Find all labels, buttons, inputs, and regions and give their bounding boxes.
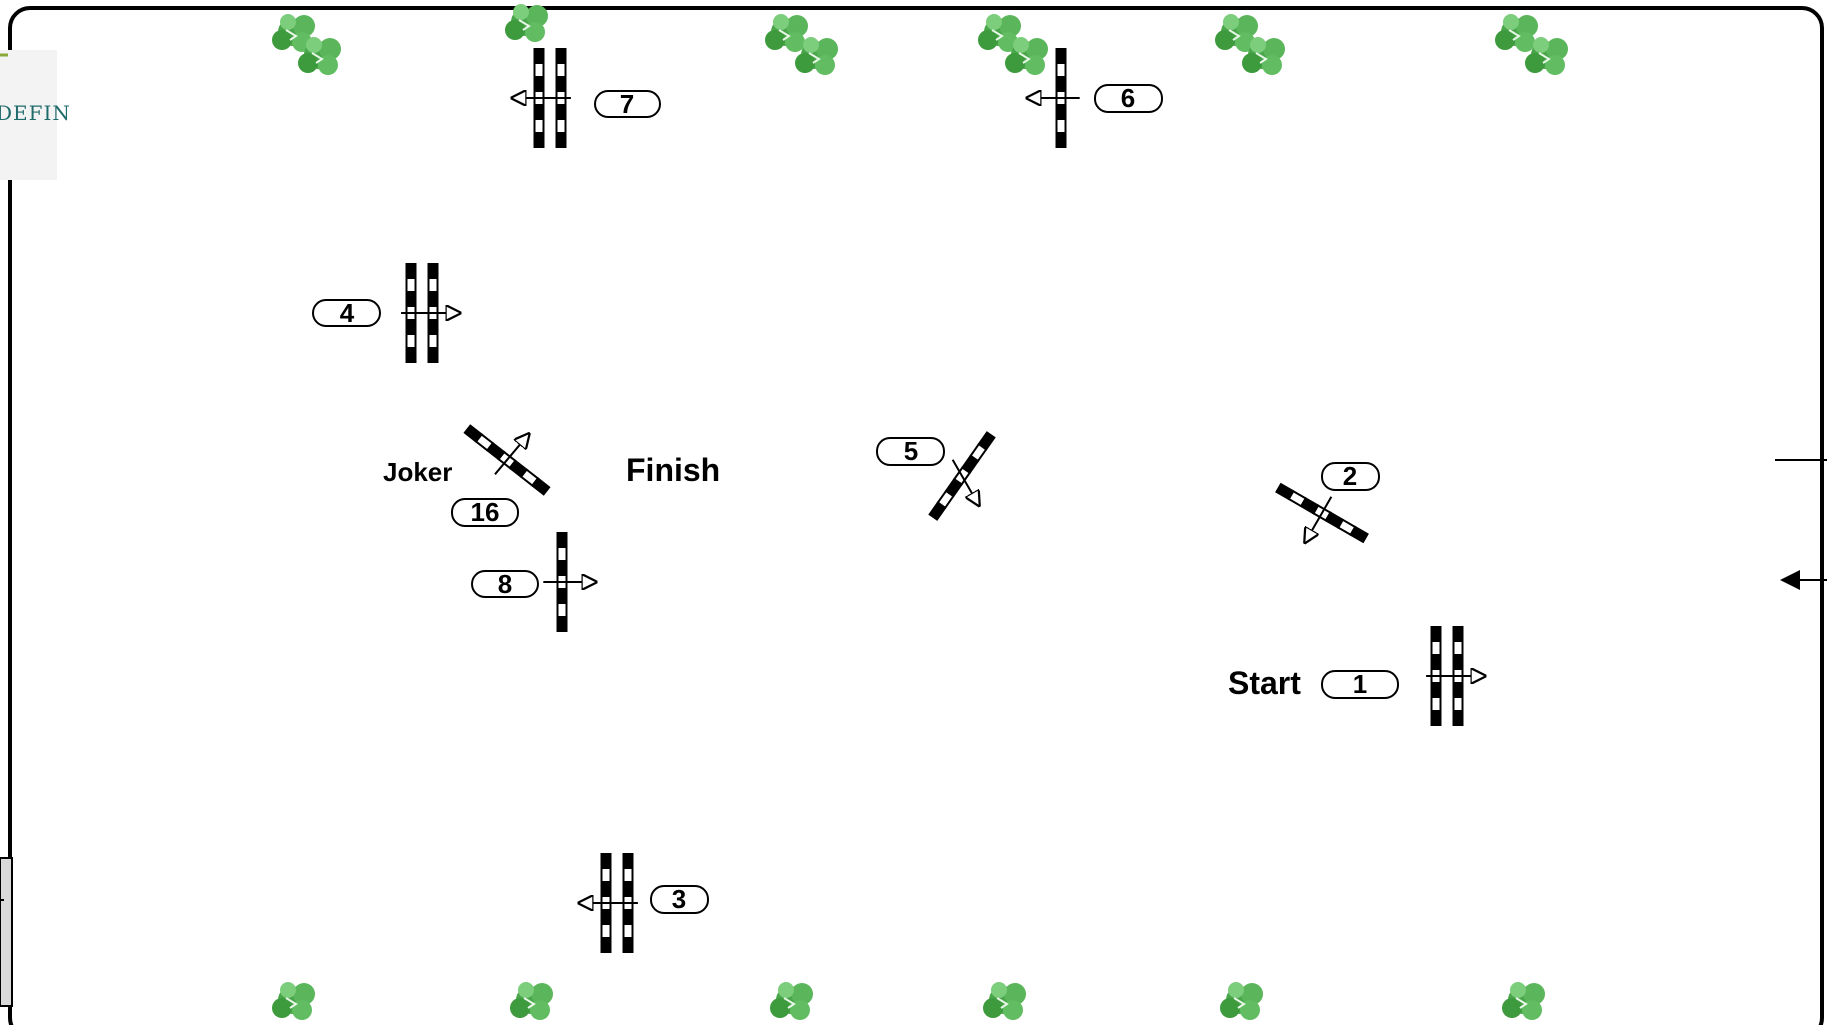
- trees-bottom: [271, 981, 1546, 1021]
- bush-icon: [764, 13, 839, 76]
- badge-2: 2: [1321, 461, 1380, 491]
- fence-2: [1275, 482, 1369, 544]
- fence-5-direction-arrow: [951, 459, 979, 506]
- badge-1: 1: [1321, 669, 1399, 699]
- finish-label: Finish: [626, 452, 720, 488]
- logo: DEFIN: [0, 50, 71, 180]
- bush-icon: [1214, 13, 1286, 76]
- start-label: Start: [1228, 665, 1301, 701]
- bush-icon: [1494, 13, 1569, 76]
- joker-label: Joker: [383, 457, 452, 487]
- joker-fence: [463, 424, 551, 496]
- badge-8: 8: [471, 569, 539, 599]
- bush-icon: [271, 981, 316, 1021]
- arena-border: [8, 6, 1824, 1025]
- svg-text:4: 4: [340, 298, 355, 328]
- bush-icon: [1501, 981, 1546, 1021]
- trees-top: [271, 3, 1569, 76]
- badge-6: 6: [1094, 83, 1163, 113]
- fences: [401, 48, 1485, 953]
- svg-text:8: 8: [498, 569, 512, 599]
- fence-2-direction-arrow: [1305, 496, 1333, 543]
- svg-text:16: 16: [471, 497, 500, 527]
- badge-7: 7: [594, 89, 661, 119]
- badge-3: 3: [650, 884, 709, 914]
- bush-icon: [1219, 981, 1264, 1021]
- logo-text: DEFIN: [0, 101, 71, 125]
- svg-text:5: 5: [904, 436, 918, 466]
- badge-5: 5: [876, 436, 945, 466]
- svg-text:2: 2: [1343, 461, 1357, 491]
- entrance-gate: [0, 857, 13, 1007]
- bush-icon: [982, 981, 1027, 1021]
- svg-text:7: 7: [620, 89, 634, 119]
- badge-16: 16: [451, 497, 519, 527]
- bush-icon: [977, 13, 1049, 76]
- bush-icon: [769, 981, 814, 1021]
- bush-icon: [271, 13, 342, 76]
- number-badges: 7 6 4 5 2 16 8 1: [312, 83, 1399, 914]
- svg-text:3: 3: [672, 884, 686, 914]
- bush-icon: [509, 981, 554, 1021]
- svg-text:1: 1: [1353, 669, 1367, 699]
- joker-fence-direction-arrow: [494, 434, 529, 475]
- badge-4: 4: [312, 298, 381, 328]
- svg-text:6: 6: [1121, 83, 1135, 113]
